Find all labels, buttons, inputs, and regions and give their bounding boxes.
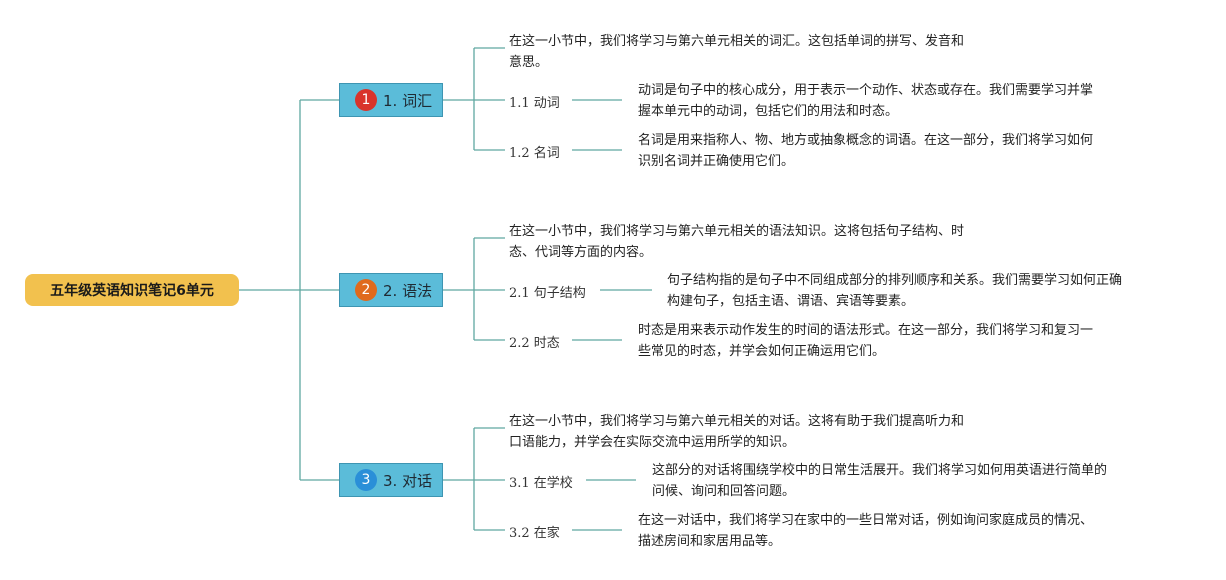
intro-text: 在这一小节中，我们将学习与第六单元相关的语法知识。这将包括句子结构、时 态、代词… [509,221,964,263]
text-line: 握本单元中的动词，包括它们的用法和时态。 [638,104,899,119]
sub-node-sentence-structure[interactable]: 2.1 句子结构 [509,286,586,301]
text-line: 态、代词等方面的内容。 [509,245,653,260]
number-badge: 3 [355,469,377,491]
sub-description: 这部分的对话将围绕学校中的日常生活展开。我们将学习如何用英语进行简单的 问候、询… [652,460,1107,502]
branch-node-vocabulary[interactable]: 1 1. 词汇 [339,83,443,117]
sub-description: 时态是用来表示动作发生的时间的语法形式。在这一部分，我们将学习和复习一 些常见的… [638,320,1093,362]
branch-node-grammar[interactable]: 2 2. 语法 [339,273,443,307]
intro-text: 在这一小节中，我们将学习与第六单元相关的词汇。这包括单词的拼写、发音和 意思。 [509,31,964,73]
text-line: 问候、询问和回答问题。 [652,484,796,499]
root-node[interactable]: 五年级英语知识笔记6单元 [25,274,239,306]
sub-description: 句子结构指的是句子中不同组成部分的排列顺序和关系。我们需要学习如何正确 构建句子… [667,270,1122,312]
text-line: 这部分的对话将围绕学校中的日常生活展开。我们将学习如何用英语进行简单的 [652,463,1108,478]
intro-text: 在这一小节中，我们将学习与第六单元相关的对话。这将有助于我们提高听力和 口语能力… [509,411,964,453]
root-label: 五年级英语知识笔记6单元 [50,283,214,299]
text-line: 时态是用来表示动作发生的时间的语法形式。在这一部分，我们将学习和复习一 [638,323,1094,338]
sub-node-at-home[interactable]: 3.2 在家 [509,526,560,541]
text-line: 在这一对话中，我们将学习在家中的一些日常对话，例如询问家庭成员的情况、 [638,513,1094,528]
sub-description: 在这一对话中，我们将学习在家中的一些日常对话，例如询问家庭成员的情况、 描述房间… [638,510,1093,552]
text-line: 些常见的时态，并学会如何正确运用它们。 [638,344,886,359]
text-line: 名词是用来指称人、物、地方或抽象概念的词语。在这一部分，我们将学习如何 [638,133,1094,148]
branch-label: 1. 词汇 [383,91,433,110]
branch-label: 2. 语法 [383,281,433,300]
text-line: 意思。 [509,55,549,70]
branch-label: 3. 对话 [383,471,433,490]
sub-description: 动词是句子中的核心成分，用于表示一个动作、状态或存在。我们需要学习并掌 握本单元… [638,80,1093,122]
sub-node-at-school[interactable]: 3.1 在学校 [509,476,573,491]
sub-description: 名词是用来指称人、物、地方或抽象概念的词语。在这一部分，我们将学习如何 识别名词… [638,130,1093,172]
text-line: 句子结构指的是句子中不同组成部分的排列顺序和关系。我们需要学习如何正确 [667,273,1123,288]
text-line: 描述房间和家居用品等。 [638,534,782,549]
number-badge: 1 [355,89,377,111]
text-line: 在这一小节中，我们将学习与第六单元相关的对话。这将有助于我们提高听力和 [509,414,965,429]
text-line: 动词是句子中的核心成分，用于表示一个动作、状态或存在。我们需要学习并掌 [638,83,1094,98]
text-line: 构建句子，包括主语、谓语、宾语等要素。 [667,294,915,309]
sub-node-nouns[interactable]: 1.2 名词 [509,146,560,161]
number-badge: 2 [355,279,377,301]
sub-node-verbs[interactable]: 1.1 动词 [509,96,560,111]
text-line: 口语能力，并学会在实际交流中运用所学的知识。 [509,435,796,450]
text-line: 在这一小节中，我们将学习与第六单元相关的语法知识。这将包括句子结构、时 [509,224,965,239]
branch-node-dialogue[interactable]: 3 3. 对话 [339,463,443,497]
text-line: 在这一小节中，我们将学习与第六单元相关的词汇。这包括单词的拼写、发音和 [509,34,965,49]
sub-node-tense[interactable]: 2.2 时态 [509,336,560,351]
text-line: 识别名词并正确使用它们。 [638,154,795,169]
